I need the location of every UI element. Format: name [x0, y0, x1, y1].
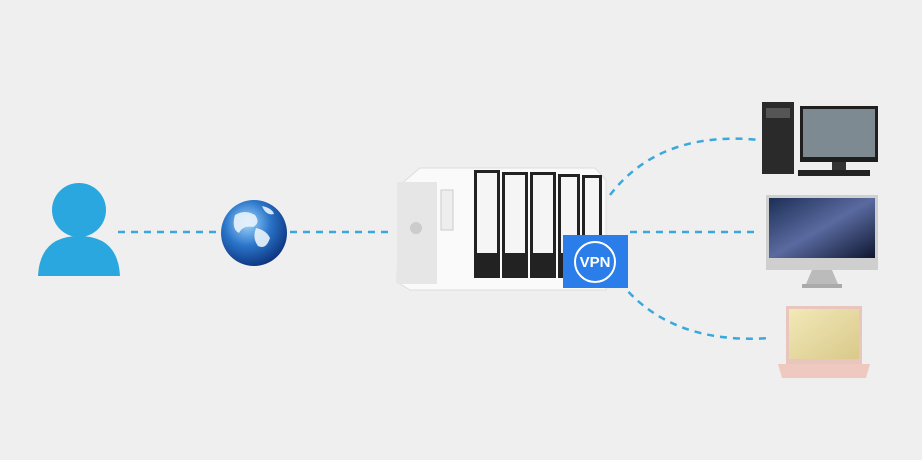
nas-to-laptop-line — [619, 281, 771, 340]
user-icon — [38, 183, 120, 276]
desktop-computer-icon — [762, 102, 878, 176]
laptop-icon — [778, 306, 870, 378]
imac-icon — [766, 195, 878, 288]
vpn-badge: VPN — [563, 235, 628, 288]
nas-to-desktop-line — [609, 137, 761, 196]
globe-icon — [221, 200, 287, 266]
connection-lines — [118, 137, 771, 340]
vpn-label: VPN — [580, 254, 611, 271]
